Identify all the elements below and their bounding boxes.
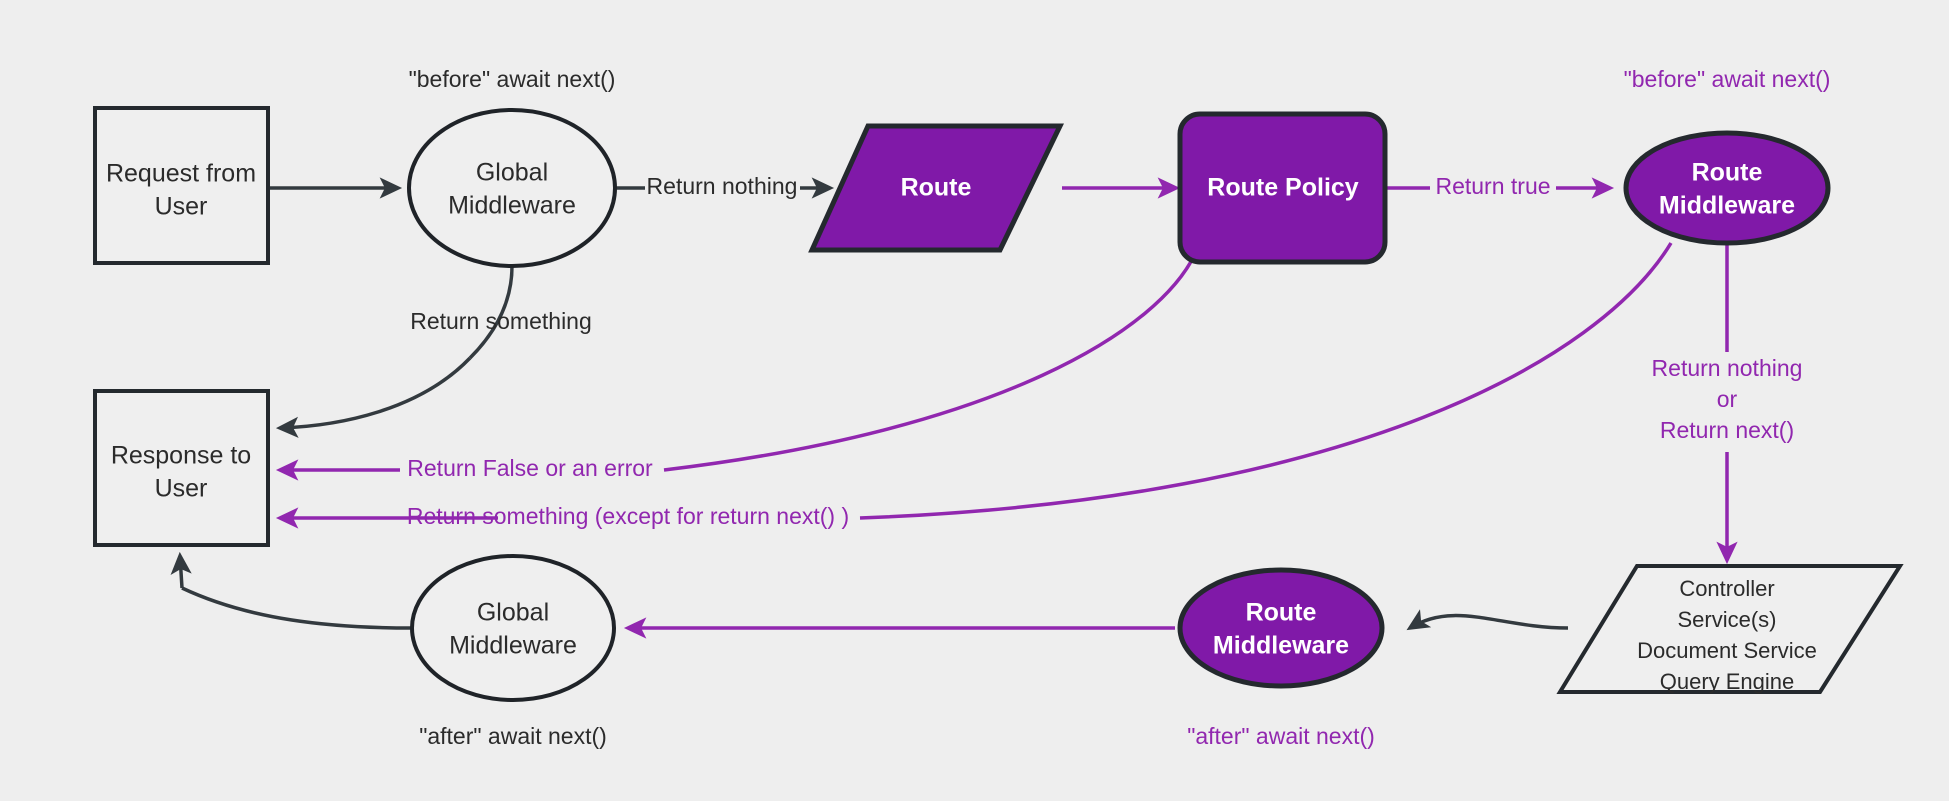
annotation-before-await-next-purple: "before" await next() [1624, 66, 1831, 92]
node-controller-label-line3: Document Service [1637, 638, 1817, 663]
edge-global-bottom-to-response-curve [181, 586, 413, 630]
node-route-middleware-bottom-label-line1: Route [1246, 599, 1317, 627]
node-response-label-line1: Response to [111, 442, 251, 470]
node-global-middleware-bottom-label-line1: Global [477, 599, 549, 627]
annotation-before-await-next-dark: "before" await next() [409, 66, 616, 92]
edge-label-return-nothing: Return nothing [647, 173, 798, 199]
node-global-middleware-bottom-label-line2: Middleware [449, 632, 577, 660]
node-route-middleware-top-label-line1: Route [1692, 159, 1763, 187]
node-request-label-line1: Request from [106, 160, 256, 188]
edge-label-return-true: Return true [1435, 173, 1550, 199]
edge-label-return-false-or-error: Return False or an error [407, 455, 653, 481]
node-controller-label-line1: Controller [1679, 576, 1774, 601]
node-global-middleware-top-label-line2: Middleware [448, 192, 576, 220]
edge-global-return-something-upper [468, 265, 514, 360]
edge-policy-return-false-curve [663, 251, 1198, 472]
edge-global-return-something-lower [275, 356, 472, 438]
node-response-to-user[interactable]: Response to User [93, 389, 270, 547]
edge-label-return-something-top: Return something [410, 308, 592, 334]
node-route-policy-label: Route Policy [1207, 174, 1359, 202]
edge-label-return-nothing-or-next-line3: Return next() [1660, 417, 1794, 443]
edge-label-return-nothing-or-next-line1: Return nothing [1652, 355, 1803, 381]
node-global-middleware-bottom[interactable]: Global Middleware [410, 554, 616, 702]
node-request-from-user[interactable]: Request from User [93, 106, 270, 265]
node-route-middleware-top[interactable]: Route Middleware [1623, 130, 1831, 246]
node-controller-services[interactable]: Controller Service(s) Document Service Q… [1556, 564, 1904, 694]
edge-global-bottom-to-response-tail [170, 551, 192, 589]
node-route-middleware-bottom[interactable]: Route Middleware [1177, 567, 1385, 689]
node-route-middleware-bottom-label-line2: Middleware [1213, 632, 1349, 660]
edge-rm-return-something-curve [859, 242, 1673, 520]
node-route-middleware-top-label-line2: Middleware [1659, 192, 1795, 220]
node-route-label: Route [901, 174, 972, 202]
node-route-policy[interactable]: Route Policy [1177, 111, 1388, 265]
edge-label-return-nothing-or-next-line2: or [1717, 386, 1738, 412]
node-controller-label-line2: Service(s) [1677, 607, 1776, 632]
node-response-label-line2: User [155, 475, 208, 503]
annotation-after-await-next-purple: "after" await next() [1187, 723, 1375, 749]
annotation-after-await-next-dark: "after" await next() [419, 723, 607, 749]
node-request-label-line2: User [155, 193, 208, 221]
node-controller-label-line4: Query Engine [1660, 669, 1795, 694]
node-global-middleware-top-label-line1: Global [476, 159, 548, 187]
node-global-middleware-top[interactable]: Global Middleware [407, 108, 617, 268]
node-route[interactable]: Route [808, 123, 1064, 253]
edge-label-return-something-except: Return something (except for return next… [407, 503, 849, 529]
edge-controller-to-route-middleware-bottom [1406, 609, 1569, 631]
